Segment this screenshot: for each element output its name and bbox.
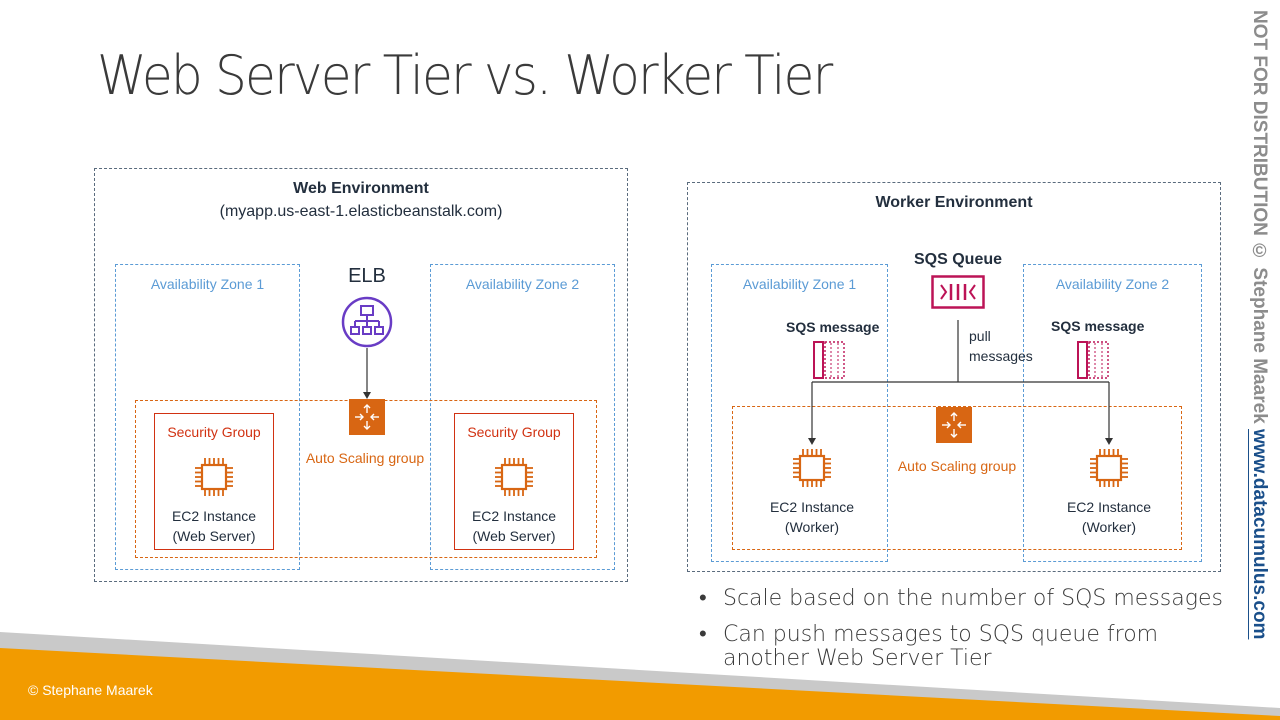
bullet-1-text: Scale based on the number of SQS message…: [723, 586, 1223, 611]
web-asg-label: Auto Scaling group: [305, 450, 425, 466]
pull-connectors: [808, 320, 1113, 445]
ec2-worker2-label: EC2 Instance (Worker): [1049, 497, 1169, 537]
sqs-queue-icon: [931, 275, 985, 309]
sqs-msg2-label: SQS message: [1051, 318, 1145, 334]
worker-az2-box: [1023, 264, 1202, 562]
ec2-web1-icon-wrap: [191, 454, 237, 505]
ec2-web1-label: EC2 Instance (Web Server): [154, 506, 274, 546]
ec2-web2-label: EC2 Instance (Web Server): [454, 506, 574, 546]
worker-asg-label: Auto Scaling group: [897, 458, 1017, 474]
web-sg1-label: Security Group: [167, 424, 261, 440]
worker-env-title: Worker Environment: [875, 194, 1033, 211]
web-sg2-label: Security Group: [467, 424, 561, 440]
ec2-worker2-line1: EC2 Instance: [1066, 499, 1152, 515]
worker-az1-box: [711, 264, 888, 562]
pull-messages-label: pull messages: [969, 326, 1033, 366]
ec2-worker1-label: EC2 Instance (Worker): [752, 497, 872, 537]
side-text: NOT FOR DISTRIBUTION © Stephane Maarek: [1249, 10, 1270, 429]
web-az2-label: Availability Zone 2: [465, 276, 580, 292]
sqs-queue-label: SQS Queue: [913, 251, 1003, 268]
chip-icon: [1090, 449, 1128, 487]
web-sg1-box: [154, 413, 274, 550]
ec2-worker1-icon-wrap: [789, 445, 835, 496]
bullet-1: • Scale based on the number of SQS messa…: [699, 586, 1223, 611]
web-environment-box: [94, 168, 628, 582]
chip-icon: [195, 458, 233, 496]
chip-icon: [495, 458, 533, 496]
ec2-worker2-icon-wrap: [1086, 445, 1132, 496]
bullet-2: • Can push messages to SQS queue from an…: [699, 622, 1159, 671]
pull-line1: pull: [969, 328, 991, 344]
elb-to-asg-arrow: [363, 348, 371, 399]
ec2-worker1-line2: (Worker): [784, 519, 840, 535]
web-env-subtitle: (myapp.us-east-1.elasticbeanstalk.com): [219, 203, 503, 220]
bullet-dot: •: [699, 622, 707, 647]
sqs-message-icon: [1077, 341, 1109, 379]
web-sg2-box: [454, 413, 574, 550]
bullet-2-line1: Can push messages to SQS queue from: [723, 622, 1159, 647]
copyright: © Stephane Maarek: [28, 682, 153, 698]
web-az1-label: Availability Zone 1: [150, 276, 265, 292]
bullet-2-line2: another Web Server Tier: [723, 646, 992, 671]
bullet-list: • Scale based on the number of SQS messa…: [699, 586, 1223, 677]
ec2-web2-line2: (Web Server): [472, 528, 556, 544]
side-url-link[interactable]: www.datacumulus.com: [1249, 429, 1270, 640]
elb-label: ELB: [348, 265, 386, 287]
web-az1-box: [115, 264, 300, 570]
sqs-message-icon: [813, 341, 845, 379]
ec2-web2-line1: EC2 Instance: [471, 508, 557, 524]
worker-environment-box: [687, 182, 1221, 572]
load-balancer-icon: [341, 296, 393, 348]
ec2-web2-icon-wrap: [491, 454, 537, 505]
bullet-dot: •: [699, 586, 707, 611]
worker-az1-label: Availability Zone 1: [742, 276, 857, 292]
ec2-worker2-line2: (Worker): [1081, 519, 1137, 535]
ec2-worker1-line1: EC2 Instance: [769, 499, 855, 515]
worker-asg-box: [732, 406, 1182, 550]
web-env-title: Web Environment: [293, 180, 429, 197]
pull-line2: messages: [969, 348, 1033, 364]
slide-title: Web Server Tier vs. Worker Tier: [97, 44, 833, 107]
ec2-web1-line2: (Web Server): [172, 528, 256, 544]
worker-az2-label: Availability Zone 2: [1055, 276, 1170, 292]
auto-scaling-icon: [936, 407, 972, 443]
sqs-msg1-label: SQS message: [786, 319, 880, 335]
side-watermark: NOT FOR DISTRIBUTION © Stephane Maarek w…: [1244, 10, 1270, 700]
auto-scaling-icon: [349, 399, 385, 435]
ec2-web1-line1: EC2 Instance: [171, 508, 257, 524]
chip-icon: [793, 449, 831, 487]
web-az2-box: [430, 264, 615, 570]
